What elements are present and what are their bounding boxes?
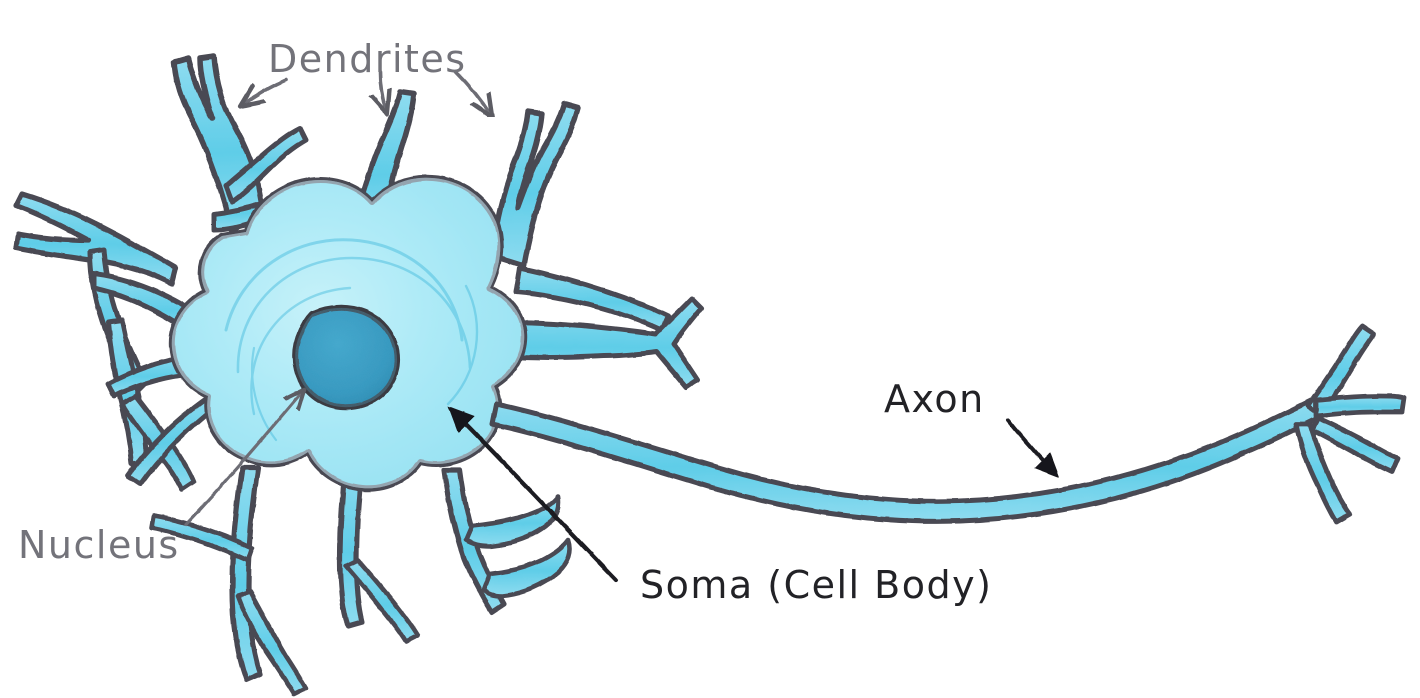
label-soma: Soma (Cell Body) <box>640 563 992 607</box>
label-nucleus: Nucleus <box>18 523 180 567</box>
dendrites-arrow-left <box>244 78 288 104</box>
soma-leader <box>447 405 619 583</box>
dendrite-bottom-right <box>441 467 572 615</box>
dendrite-top-right <box>489 101 581 269</box>
dendrites-arrow-center <box>380 70 386 110</box>
axon-leader <box>1006 418 1060 478</box>
nucleus-leader <box>184 392 302 526</box>
dendrites-group <box>13 53 705 697</box>
dendrite-bottom-left <box>149 465 309 697</box>
label-dendrites: Dendrites <box>268 37 467 81</box>
dendrites-arrow-right <box>454 70 490 114</box>
axon-terminals-group <box>1293 323 1407 525</box>
dendrite-bottom-center <box>337 459 421 645</box>
label-axon: Axon <box>884 377 985 421</box>
dendrites-arrows <box>244 70 490 114</box>
dendrite-right-fork <box>495 295 705 391</box>
nucleus-shape <box>292 304 401 411</box>
